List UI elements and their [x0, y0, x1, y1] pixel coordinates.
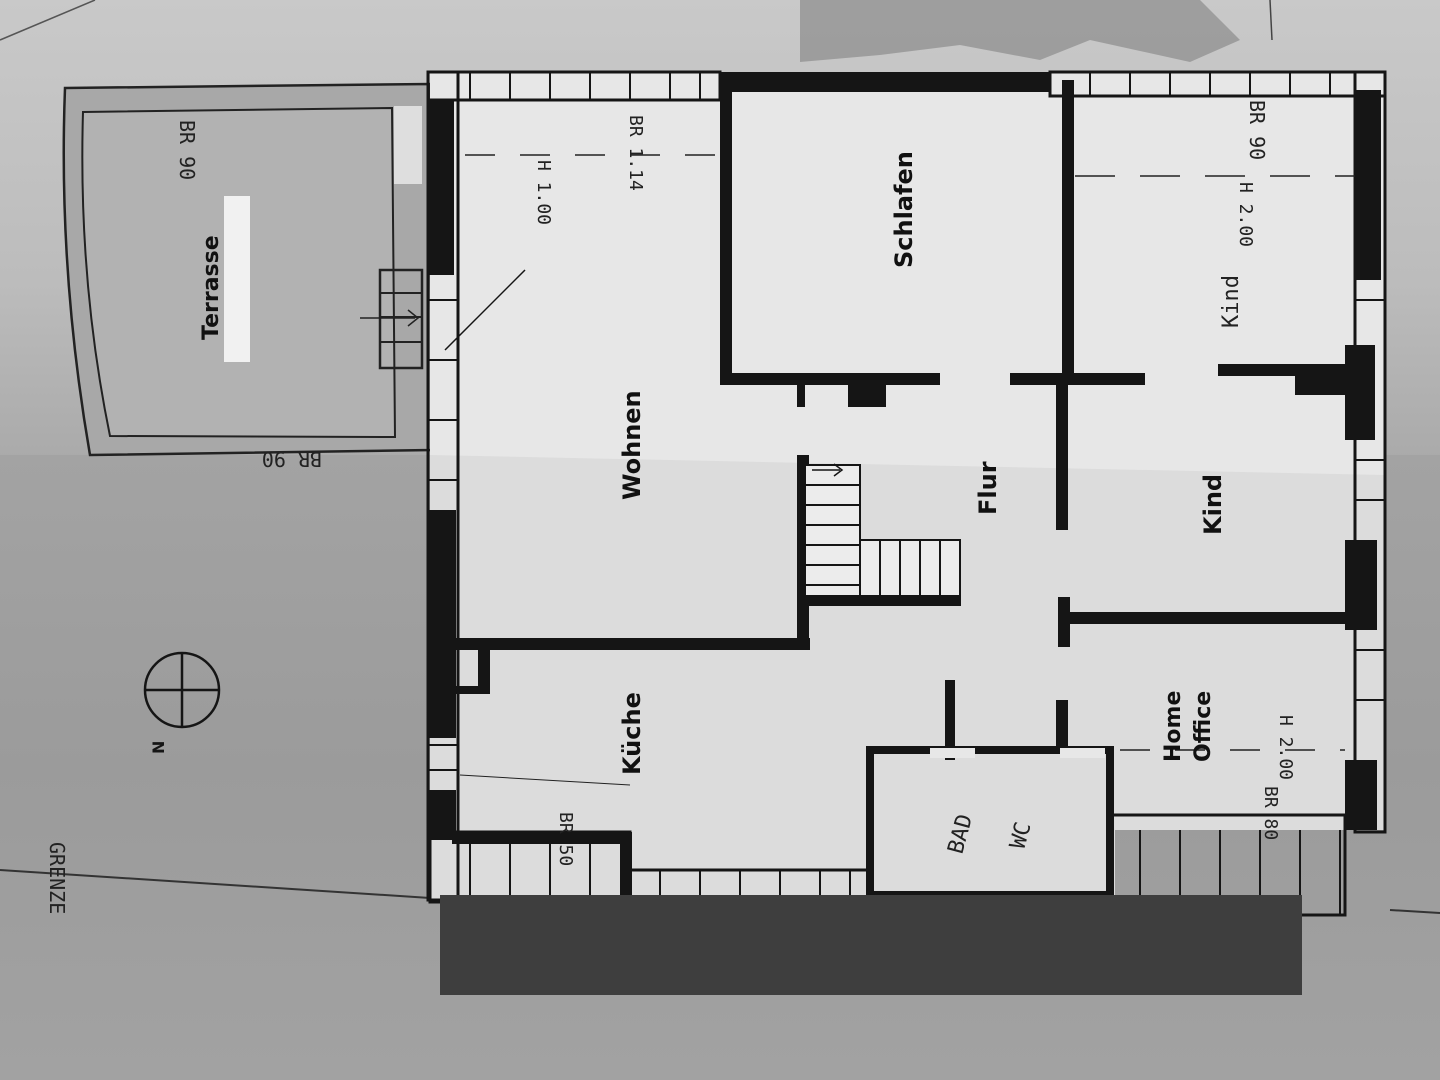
annotation-br90-terrace-top: BR 90 — [175, 120, 199, 180]
bedroom-west-wall — [720, 80, 732, 385]
wall-stub — [797, 385, 805, 407]
ink-stain — [800, 0, 1240, 62]
annotation-br90-terrace-bottom: BR 90 — [262, 447, 322, 471]
child1-south-wall-a — [1010, 373, 1145, 385]
annotation-br50: BR 50 — [555, 812, 576, 866]
office-north-wall — [1068, 612, 1353, 624]
paper-edge-line — [0, 0, 96, 41]
chimney — [848, 385, 886, 407]
label-hall: Flur — [974, 461, 1002, 515]
north-compass: N — [143, 651, 221, 754]
annotation-h200-child: H 2.00 — [1235, 182, 1256, 247]
west-wall-solid — [428, 100, 454, 275]
label-child1: Kind — [1219, 275, 1244, 328]
kitchen-stub — [478, 650, 490, 690]
label-bedroom: Schlafen — [890, 151, 918, 268]
bathroom-door-gap-b — [1060, 748, 1105, 758]
annotation-br114: BR 1.14 — [625, 115, 646, 191]
annotation-h200-office: H 2.00 — [1275, 715, 1296, 780]
closet-stub — [1300, 370, 1320, 385]
property-boundary-line-right — [1389, 909, 1440, 914]
kitchen-stub-b — [455, 686, 490, 694]
annotation-br80: BR 80 — [1260, 786, 1281, 840]
staircase — [804, 463, 961, 606]
east-wall-solid — [1355, 90, 1381, 280]
label-kitchen: Küche — [618, 692, 646, 775]
building — [426, 70, 1387, 917]
label-office-line2: Office — [1191, 691, 1216, 762]
bedroom-south-wall — [720, 373, 940, 385]
bath-wall-stub — [945, 680, 955, 760]
label-child2: Kind — [1199, 474, 1227, 535]
kitchen-counter-line — [459, 774, 631, 786]
annotation-h100: H 1.00 — [533, 160, 554, 225]
terrace-door-swing — [444, 269, 526, 351]
hall-east-wall — [1056, 373, 1068, 530]
step-arrow-head — [407, 309, 420, 327]
east-wall-solid — [1345, 760, 1377, 830]
label-living: Wohnen — [618, 390, 646, 500]
compass-north-label: N — [149, 741, 168, 754]
kitchen-north-wall — [455, 638, 810, 650]
annotation-br90-child: BR 90 — [1245, 100, 1269, 160]
kitchen-counter-wall — [452, 832, 632, 844]
office-wall-stub — [1058, 597, 1070, 647]
lower-slab — [440, 895, 1302, 995]
label-terrace: Terrasse — [199, 235, 224, 340]
interior-walls — [455, 80, 1353, 760]
terrace-light-patch — [394, 106, 422, 184]
north-wall-mid — [720, 72, 1050, 92]
label-office-line1: Home — [1161, 691, 1186, 762]
margin-line — [1269, 0, 1273, 41]
kitchen-counter-return — [620, 832, 632, 902]
bathroom-door-gap — [930, 748, 975, 758]
bedroom-east-wall — [1062, 80, 1074, 385]
west-wall-solid — [428, 510, 456, 738]
terrace-steps — [378, 268, 424, 370]
property-boundary-line — [0, 869, 431, 899]
terrace — [62, 82, 434, 457]
office-door-stub — [1056, 700, 1068, 750]
east-wall — [1353, 70, 1387, 834]
building-floor-shadow — [430, 455, 1385, 900]
terrace-label-plate — [224, 196, 250, 362]
annotation-grenze: GRENZE — [45, 842, 69, 914]
